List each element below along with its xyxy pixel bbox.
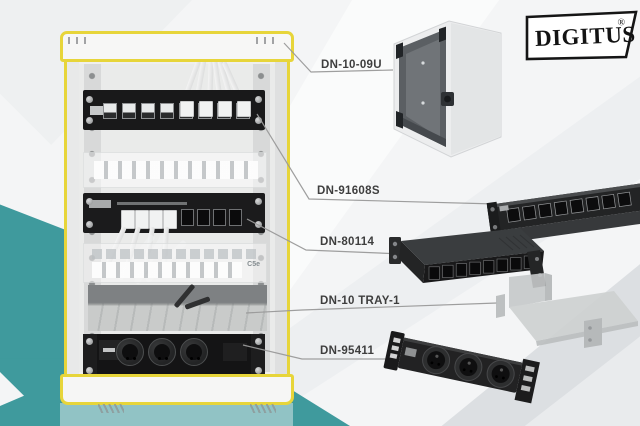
power-socket: [180, 338, 208, 366]
vent-slots: [68, 37, 92, 44]
brand-logo: DIGITUS ®: [525, 10, 638, 61]
rack-bottom-cap: [60, 374, 294, 405]
rack-cabinet: C5e: [67, 60, 287, 376]
power-socket: [116, 338, 144, 366]
rj45-port: [122, 103, 136, 119]
label-leader-lines: [242, 42, 498, 360]
screw: [86, 198, 93, 205]
model-text-bar: [117, 202, 187, 205]
rj45-port: [181, 209, 194, 226]
product-image-dn-95411: [383, 330, 540, 404]
product-image-dn-80114: [389, 228, 546, 288]
rack-foot-vents: [250, 404, 276, 413]
screw: [255, 198, 262, 205]
product-image-dn-10-tray-1: [496, 273, 638, 348]
registered-mark: ®: [617, 17, 625, 28]
product-label-dn-91608s: DN-91608S: [317, 185, 380, 197]
cable-plug: [199, 101, 213, 117]
product-label-dn-10-tray-1: DN-10 TRAY-1: [320, 295, 400, 307]
ghost-patch-panel-cat5e: C5e: [83, 243, 267, 283]
screw: [86, 117, 93, 124]
product-image-dn-10-09u: [393, 20, 502, 158]
switch-rocker: [103, 348, 115, 352]
cable-plug: [121, 210, 135, 229]
rj45-port: [103, 103, 117, 119]
mounting-ear: [251, 334, 265, 376]
rack-tray-shelf: [88, 285, 267, 331]
product-label-dn-95411: DN-95411: [320, 345, 375, 357]
rack-inner-wall: [275, 60, 287, 376]
screw: [86, 96, 93, 103]
brand-logo-text: DIGITUS: [535, 22, 637, 51]
cable-plug: [180, 101, 194, 117]
product-image-dn-91608s: [486, 183, 640, 243]
shelf-texture: [88, 303, 267, 331]
screw: [86, 338, 93, 345]
power-socket: [148, 338, 176, 366]
cable-plug: [135, 210, 149, 229]
screw: [255, 338, 262, 345]
keystone-row: [92, 262, 242, 278]
vent-slots: [256, 37, 280, 44]
label-strip-row: [92, 249, 260, 259]
screw: [86, 221, 93, 228]
product-label-dn-80114: DN-80114: [320, 236, 375, 248]
screw: [86, 367, 93, 374]
rj45-port: [160, 103, 174, 119]
rack-foot-vents: [98, 404, 124, 413]
rack-frame-left: [64, 60, 67, 376]
category-marking: C5e: [247, 261, 260, 268]
cable-plug: [149, 210, 163, 229]
keystone-row: [94, 161, 258, 179]
rj45-port: [141, 103, 155, 119]
screw: [255, 367, 262, 374]
brand-chip: [89, 200, 111, 208]
mounting-ear: [83, 334, 97, 376]
outlet-module: [223, 343, 247, 361]
brand-chip: [90, 106, 106, 115]
rack-frame-right: [287, 60, 290, 376]
rack-power-strip: [83, 334, 265, 376]
rj45-port: [213, 209, 226, 226]
power-switch-module: [99, 340, 121, 360]
cable-plug: [163, 210, 177, 229]
screw: [255, 96, 262, 103]
product-label-dn-10-09u: DN-10-09U: [321, 59, 382, 71]
screw: [255, 117, 262, 124]
rack-top-cap: [60, 31, 294, 62]
rj45-port: [197, 209, 210, 226]
rack-inner-wall: [67, 60, 79, 376]
cable-plug: [237, 101, 251, 117]
ghost-patch-panel: [83, 152, 267, 188]
rj45-port: [229, 209, 242, 226]
cable-plug: [218, 101, 232, 117]
